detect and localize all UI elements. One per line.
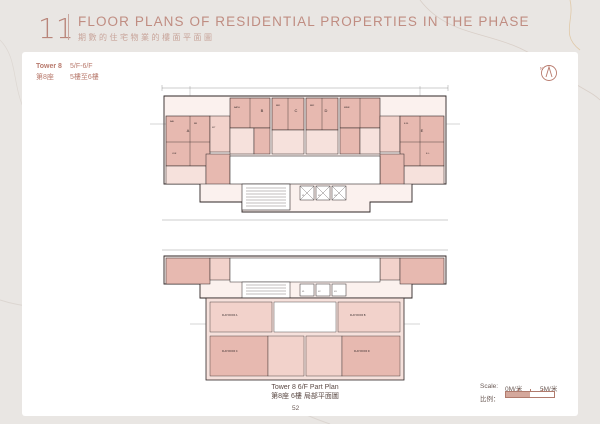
header-divider — [68, 14, 69, 40]
svg-text:BR1: BR1 — [276, 105, 281, 107]
section-number: 11 — [38, 12, 74, 45]
upper-floor-plan: A B C D E BAL BR LDR KIT BATH BR1 BR2 M/… — [150, 85, 460, 221]
flat-label: E — [421, 128, 424, 133]
caption-zh: 第8座 6樓 局部平面圖 — [271, 393, 339, 400]
svg-text:KIT: KIT — [212, 127, 216, 129]
lower-floor-plan: L1 L2 L3 FLAT ROOF A FLAT ROOF B FLAT RO… — [162, 249, 448, 381]
svg-text:L3: L3 — [334, 195, 337, 197]
svg-text:L2: L2 — [318, 195, 321, 197]
flat-label: D — [325, 108, 328, 113]
svg-text:E.M.: E.M. — [404, 123, 409, 125]
svg-text:L3: L3 — [334, 291, 337, 293]
svg-text:BATH: BATH — [234, 106, 240, 109]
flat-label: B — [261, 108, 264, 113]
floors-label-en: 5/F-6/F — [70, 63, 93, 70]
svg-text:BAL: BAL — [170, 120, 175, 123]
svg-text:L1: L1 — [302, 291, 305, 293]
page-subtitle: 期數的住宅物業的樓面平面圖 — [78, 33, 215, 42]
scale-bar — [505, 389, 555, 398]
plan-caption: Tower 8 6/F Part Plan 第8座 6樓 局部平面圖 — [250, 383, 360, 401]
scale-end: 5M/米 — [540, 386, 558, 393]
floor-plan-drawing: A B C D E BAL BR LDR KIT BATH BR1 BR2 M/… — [150, 85, 460, 381]
svg-text:BR: BR — [194, 123, 197, 125]
page-title: FLOOR PLANS OF RESIDENTIAL PROPERTIES IN… — [78, 14, 530, 29]
svg-text:FLAT ROOF B: FLAT ROOF B — [350, 314, 366, 317]
north-letter: N — [540, 66, 543, 71]
svg-text:BR2: BR2 — [310, 105, 315, 107]
scale-label-en: Scale: — [480, 383, 499, 390]
svg-text:FLAT ROOF A: FLAT ROOF A — [222, 314, 238, 317]
svg-text:LDR: LDR — [172, 153, 177, 155]
tower-label-en: Tower 8 — [36, 63, 62, 70]
svg-text:FLAT ROOF D: FLAT ROOF D — [354, 350, 370, 353]
scale-label-zh: 比例： — [480, 396, 500, 403]
svg-text:FLAT ROOF C: FLAT ROOF C — [222, 350, 238, 353]
svg-text:E.L.: E.L. — [426, 153, 430, 155]
flat-label: C — [295, 108, 298, 113]
svg-text:L1: L1 — [302, 195, 305, 197]
tower-label-zh: 第8座 — [36, 74, 54, 81]
flat-label: A — [187, 128, 190, 133]
north-arrow-icon: N — [540, 65, 557, 81]
page-number: 52 — [292, 405, 300, 412]
svg-text:L2: L2 — [318, 291, 321, 293]
scale-start: 0M/米 — [505, 386, 523, 393]
svg-text:M/BR: M/BR — [344, 107, 350, 109]
floors-label-zh: 5樓至6樓 — [70, 74, 99, 81]
caption-en: Tower 8 6/F Part Plan — [271, 384, 339, 391]
